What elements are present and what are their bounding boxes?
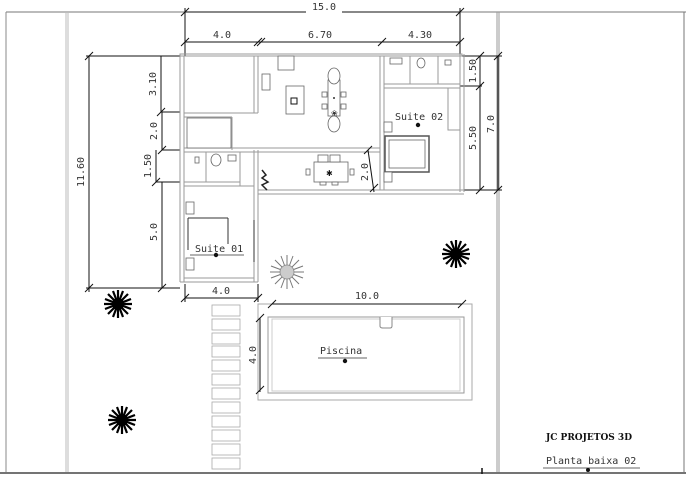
house-walls [179,53,465,283]
left-dimensions: 11.60 3.10 2.0 1.50 5.0 [76,51,180,293]
dim-right-seg-1: 1.50 [468,59,479,83]
furniture: ❀ ✱ 2.0 [185,55,452,271]
svg-text:❀: ❀ [331,109,338,118]
tree-icon-2 [442,240,470,268]
stepping-stones [211,304,241,470]
right-dimensions: 1.50 5.50 7.0 [460,51,503,195]
dim-left-seg-4: 5.0 [149,223,160,241]
svg-text:✱: ✱ [326,169,333,178]
tree-icon-3 [108,406,136,434]
lot-boundary [0,11,686,474]
suite01-width-dimension: 4.0 [180,284,263,303]
dim-pool-width: 4.0 [248,346,259,364]
dim-dining-depth: 2.0 [360,163,371,181]
dim-suite01-width: 4.0 [212,286,230,297]
dim-top-seg-3: 4.30 [408,30,432,41]
dim-right-seg-2: 5.50 [468,126,479,150]
company-name: JC PROJETOS 3D [545,433,632,443]
dim-left-seg-3: 1.50 [143,154,154,178]
room-labels: Suite 02 Suite 01 [190,112,443,258]
room-label-suite02: Suite 02 [395,112,443,123]
dim-right-total: 7.0 [486,115,497,133]
title-block: JC PROJETOS 3D Planta baixa 02 [481,433,640,474]
dim-top-seg-1: 4.0 [213,30,231,41]
palm-plant-icon [270,255,304,289]
dim-top-seg-2: 6.70 [308,30,332,41]
pool: Piscina 10.0 4.0 [248,291,473,401]
dim-top-total: 15.0 [312,2,336,13]
dim-left-total: 11.60 [76,157,87,187]
dim-pool-length: 10.0 [355,291,379,302]
dim-left-seg-2: 2.0 [149,122,160,140]
room-label-suite01: Suite 01 [195,244,243,255]
sheet-title: Planta baixa 02 [546,456,636,467]
top-dimensions: 15.0 4.0 6.70 4.30 [180,2,465,56]
room-label-pool: Piscina [320,346,362,357]
tree-icon-1 [104,290,132,318]
dim-left-seg-1: 3.10 [148,72,159,96]
